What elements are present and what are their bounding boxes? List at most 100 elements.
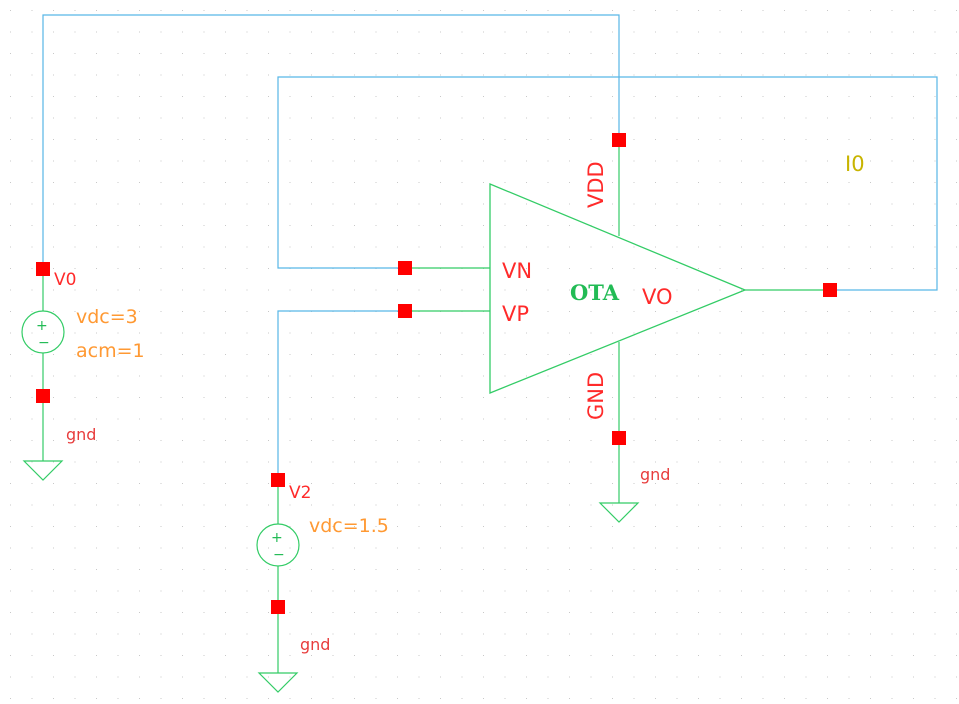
grid-dot xyxy=(182,268,183,269)
grid-dot xyxy=(418,698,420,699)
grid-dot xyxy=(246,354,248,355)
grid-dot xyxy=(31,612,33,613)
grid-dot xyxy=(246,117,248,119)
grid-dot xyxy=(311,96,312,97)
ota-triangle[interactable] xyxy=(489,183,747,394)
source-v2[interactable] xyxy=(256,480,300,693)
grid-dot xyxy=(160,440,162,441)
grid-dot xyxy=(375,203,377,205)
pin-v2-plus[interactable] xyxy=(271,473,285,487)
wire-v2-to-vp[interactable] xyxy=(277,310,405,480)
grid-dot xyxy=(741,375,742,377)
grid-dot xyxy=(461,418,463,420)
grid-dot xyxy=(762,332,764,334)
grid-dot xyxy=(590,698,592,699)
grid-dot xyxy=(719,655,721,656)
pin-ota-vo[interactable] xyxy=(823,283,837,297)
grid-dot xyxy=(483,225,484,226)
ota-ground[interactable] xyxy=(598,438,640,523)
grid-dot xyxy=(375,10,377,11)
grid-dot xyxy=(203,569,205,570)
grid-dot xyxy=(934,117,936,119)
pin-ota-vn[interactable] xyxy=(398,261,412,275)
grid-dot xyxy=(547,375,549,377)
grid-dot xyxy=(182,182,183,183)
grid-dot xyxy=(246,612,248,613)
grid-dot xyxy=(289,354,291,355)
grid-dot xyxy=(633,526,635,527)
grid-dot xyxy=(397,246,398,248)
grid-dot xyxy=(784,526,785,527)
grid-dot xyxy=(569,397,570,398)
grid-dot xyxy=(569,655,570,656)
grid-dot xyxy=(612,526,613,527)
grid-dot xyxy=(160,354,162,355)
grid-dot xyxy=(332,483,334,484)
grid-dot xyxy=(805,655,807,656)
grid-dot xyxy=(655,311,656,312)
grid-dot xyxy=(676,418,678,420)
grid-dot xyxy=(268,397,269,398)
grid-dot xyxy=(784,440,785,441)
grid-dot xyxy=(504,332,506,334)
grid-dot xyxy=(676,117,678,119)
grid-dot xyxy=(461,354,463,355)
grid-dot xyxy=(848,655,850,656)
grid-dot xyxy=(354,397,355,398)
pin-v0-minus[interactable] xyxy=(36,389,50,403)
pin-ota-gnd[interactable] xyxy=(612,431,626,445)
pin-v0-plus[interactable] xyxy=(36,262,50,276)
grid-dot xyxy=(203,504,205,506)
ota-symbol[interactable] xyxy=(405,140,830,438)
grid-dot xyxy=(569,698,570,699)
grid-dot xyxy=(870,139,871,140)
grid-dot xyxy=(225,526,226,527)
grid-dot xyxy=(31,676,33,678)
grid-dot xyxy=(418,418,420,420)
wire-feedback-vo-to-vn[interactable] xyxy=(277,76,938,291)
grid-dot xyxy=(139,375,140,377)
grid-dot xyxy=(612,289,613,291)
grid-dot xyxy=(633,612,635,613)
grid-dot xyxy=(547,590,549,592)
grid-dot xyxy=(547,10,549,11)
grid-dot xyxy=(698,440,699,441)
grid-dot xyxy=(719,139,721,140)
grid-dot xyxy=(182,418,183,420)
grid-dot xyxy=(160,397,162,398)
grid-dot xyxy=(848,569,850,570)
pin-v2-minus[interactable] xyxy=(271,600,285,614)
grid-dot xyxy=(225,182,226,183)
grid-dot xyxy=(461,182,463,183)
grid-dot xyxy=(784,139,785,140)
grid-dot xyxy=(526,246,527,248)
grid-dot xyxy=(31,418,33,420)
grid-dot xyxy=(440,418,441,420)
grid-dot xyxy=(160,332,162,334)
grid-dot xyxy=(418,676,420,678)
grid-dot xyxy=(934,612,936,613)
grid-dot xyxy=(375,698,377,699)
pin-ota-vdd[interactable] xyxy=(612,133,626,147)
grid-dot xyxy=(676,10,678,11)
pin-ota-vp[interactable] xyxy=(398,304,412,318)
grid-dot xyxy=(741,590,742,592)
grid-dot xyxy=(590,440,592,441)
grid-dot xyxy=(182,74,183,76)
grid-dot xyxy=(870,182,871,183)
source-v0[interactable] xyxy=(21,269,65,481)
grid-dot xyxy=(483,676,484,678)
grid-dot xyxy=(655,590,656,592)
grid-dot xyxy=(805,526,807,527)
grid-dot xyxy=(719,526,721,527)
grid-dot xyxy=(526,117,527,119)
grid-dot xyxy=(203,289,205,291)
wire-v0-to-vdd[interactable] xyxy=(42,14,620,269)
grid-dot xyxy=(311,117,312,119)
grid-dot xyxy=(139,225,140,226)
grid-dot xyxy=(913,225,914,226)
grid-dot xyxy=(547,289,549,291)
grid-dot xyxy=(139,182,140,183)
grid-dot xyxy=(461,246,463,248)
grid-dot xyxy=(418,612,420,613)
